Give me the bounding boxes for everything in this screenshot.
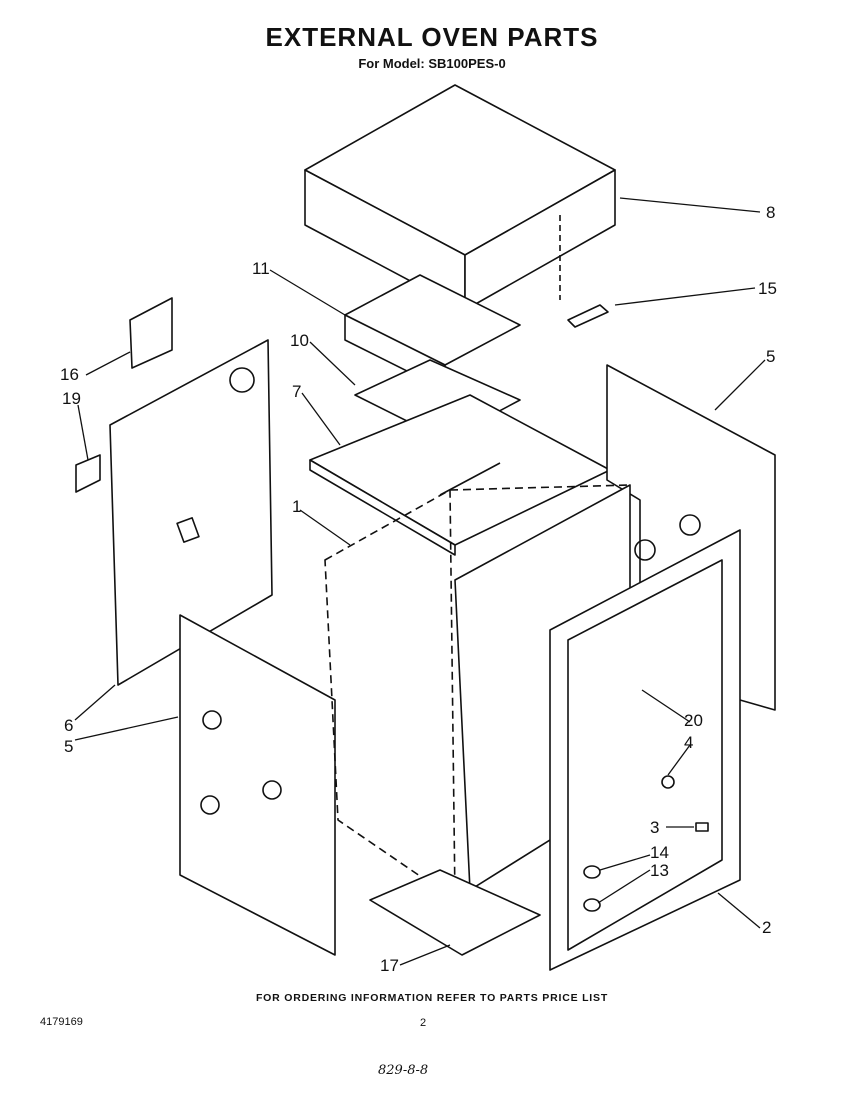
- callout-5-right: 5: [766, 347, 775, 366]
- callout-13: 13: [650, 861, 669, 880]
- callout-10: 10: [290, 331, 309, 350]
- callout-7: 7: [292, 382, 301, 401]
- callout-20: 20: [684, 711, 703, 730]
- callout-19: 19: [62, 389, 81, 408]
- part-14-nut: [583, 865, 601, 879]
- callout-3: 3: [650, 818, 659, 837]
- part-4-fastener: [661, 775, 675, 789]
- document-number: 4179169: [40, 1016, 83, 1028]
- callout-4: 4: [684, 733, 693, 752]
- callout-14: 14: [650, 843, 669, 862]
- model-subtitle: For Model: SB100PES-0: [358, 56, 506, 71]
- handwritten-note: 829-8-8: [378, 1063, 429, 1078]
- callout-11: 11: [252, 259, 270, 278]
- part-5-front-panel: [179, 614, 336, 956]
- callout-1: 1: [292, 497, 301, 516]
- callout-6: 6: [64, 716, 73, 735]
- part-8-top-cover: [304, 84, 616, 311]
- page-title: EXTERNAL OVEN PARTS: [265, 22, 599, 52]
- part-13-bolt: [583, 898, 601, 912]
- part-3-screw: [695, 822, 709, 832]
- part-6-left-panel: [109, 339, 273, 686]
- callout-8: 8: [766, 203, 775, 222]
- callout-5-left: 5: [64, 737, 73, 756]
- part-16-bracket: [129, 297, 173, 369]
- part-17-bottom-tray: [369, 869, 541, 956]
- page-number: 2: [420, 1017, 427, 1029]
- callout-17: 17: [380, 956, 399, 975]
- callout-2: 2: [762, 918, 771, 937]
- ordering-note: FOR ORDERING INFORMATION REFER TO PARTS …: [255, 992, 609, 1004]
- callout-15: 15: [758, 279, 777, 298]
- part-15-strap: [567, 304, 609, 328]
- part-2-door-frame: [549, 529, 741, 971]
- leader-lines: [74, 197, 766, 966]
- part-19-clip: [75, 454, 101, 493]
- callout-16: 16: [60, 365, 79, 384]
